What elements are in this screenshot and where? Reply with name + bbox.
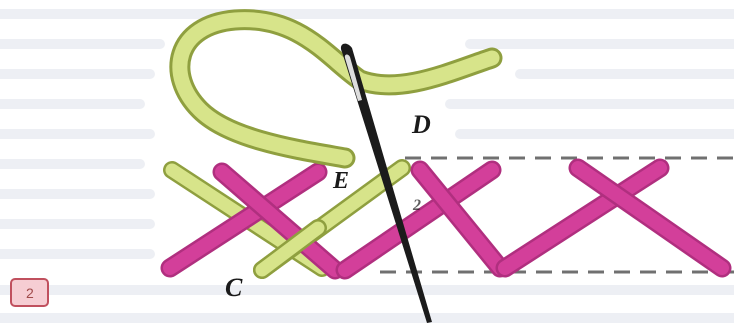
cross-stitches <box>160 158 732 280</box>
small-mark: 2 <box>412 197 421 214</box>
step-badge-text: 2 <box>26 285 34 301</box>
cross-stitch-3 <box>495 158 732 278</box>
thread-over <box>253 219 327 279</box>
label-d: D <box>411 110 431 139</box>
background-text-lines <box>0 9 734 323</box>
step-number-badge: 2 <box>10 278 49 307</box>
needle-icon <box>340 43 432 324</box>
label-e: E <box>332 168 349 194</box>
label-c: C <box>225 273 243 302</box>
cross-stitch-2 <box>335 160 510 280</box>
cross-stitch-1 <box>160 162 345 280</box>
thread-icon <box>169 9 503 169</box>
